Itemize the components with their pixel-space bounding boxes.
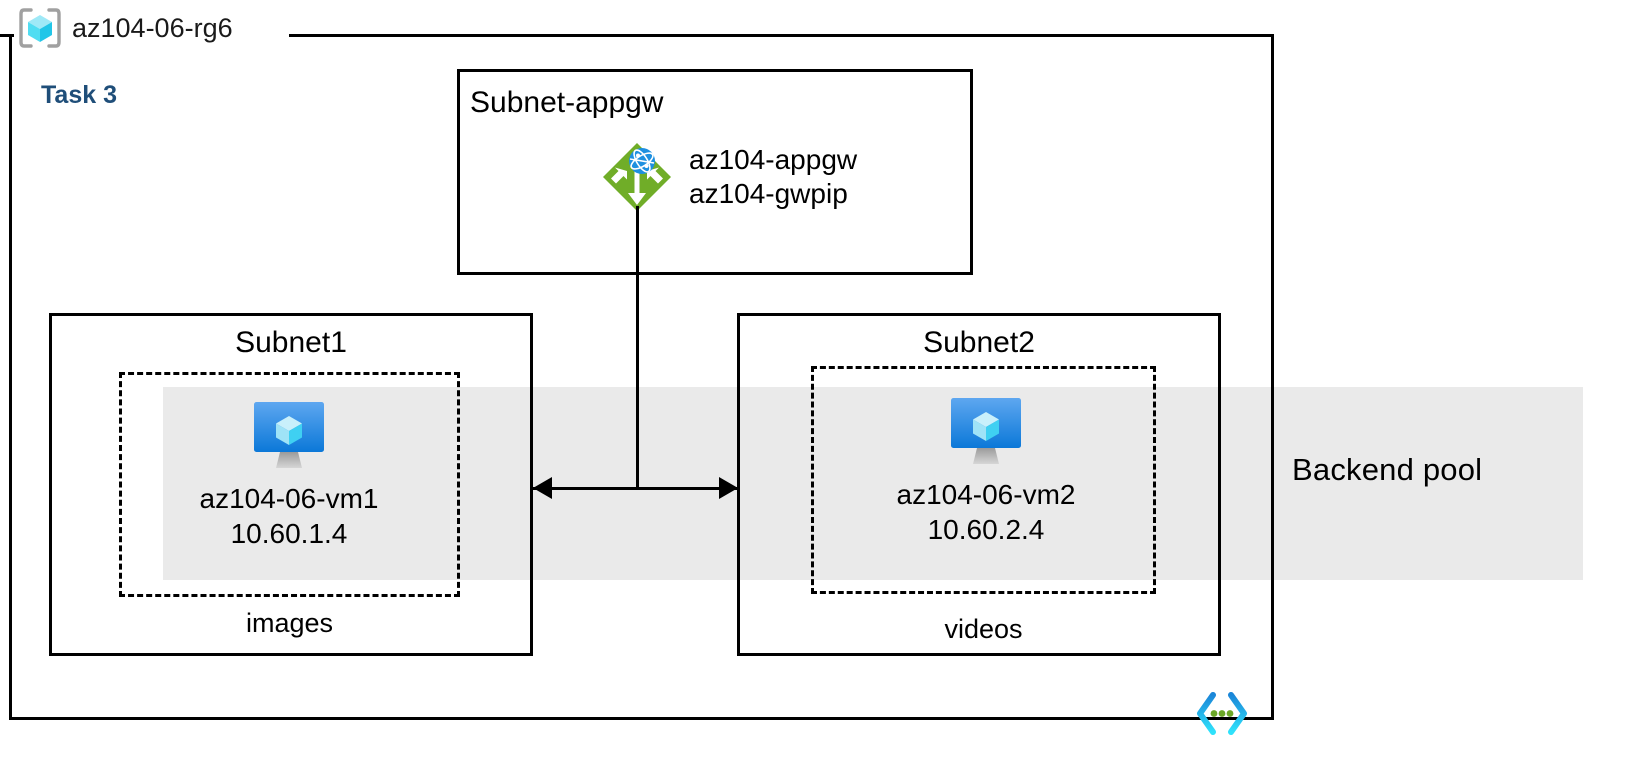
connector-vertical-appgw: [636, 206, 639, 490]
subnet2-vm-dashed-boundary: [811, 366, 1156, 594]
vm1-block: az104-06-vm1 10.60.1.4: [169, 400, 409, 551]
subnet2-box: [737, 313, 1221, 656]
vm2-name: az104-06-vm2: [896, 479, 1076, 510]
code-brackets-icon: [1197, 692, 1247, 735]
vm2-block: az104-06-vm2 10.60.2.4: [866, 396, 1106, 547]
vm2-ip: 10.60.2.4: [927, 513, 1045, 545]
resource-group-name: az104-06-rg6: [72, 12, 233, 43]
subnet1-vm-dashed-boundary: [119, 372, 460, 597]
subnet-appgw-box: [457, 69, 973, 275]
vm1-ip: 10.60.1.4: [230, 517, 348, 549]
application-gateway-node: az104-appgw az104-gwpip: [597, 137, 857, 217]
subnet1-storage-label: images: [245, 608, 334, 638]
resource-group-header: az104-06-rg6: [18, 6, 241, 50]
appgw-resource-name: az104-appgw: [689, 143, 858, 175]
application-gateway-icon: [603, 143, 671, 211]
backend-pool-label: Backend pool: [1292, 452, 1483, 487]
application-gateway-names: az104-appgw az104-gwpip: [689, 143, 857, 211]
subnet2-title: Subnet2: [923, 326, 1035, 359]
backend-pool-band: [163, 387, 1583, 580]
subnet1-title: Subnet1: [235, 326, 347, 359]
vm1-name: az104-06-vm1: [199, 483, 379, 514]
resource-group-cube-icon: [19, 8, 61, 48]
arrow-head-right: [719, 477, 738, 499]
resource-group-border-bottom: [9, 717, 1274, 720]
subnet2-storage-label: videos: [944, 614, 1023, 644]
task-label: Task 3: [41, 81, 117, 109]
resource-group-border-left: [9, 34, 12, 720]
resource-group-border-top-left: [0, 34, 14, 37]
subnet-appgw-title: Subnet-appgw: [470, 86, 664, 119]
subnet1-box: [49, 313, 533, 656]
connector-horizontal-subnets: [533, 487, 738, 490]
appgw-public-ip-name: az104-gwpip: [689, 178, 848, 209]
virtual-machine-icon: [254, 402, 324, 468]
resource-group-border-top-right: [289, 34, 1274, 37]
resource-group-border-right: [1271, 34, 1274, 720]
virtual-machine-icon: [951, 398, 1021, 464]
arrow-head-left: [533, 477, 552, 499]
